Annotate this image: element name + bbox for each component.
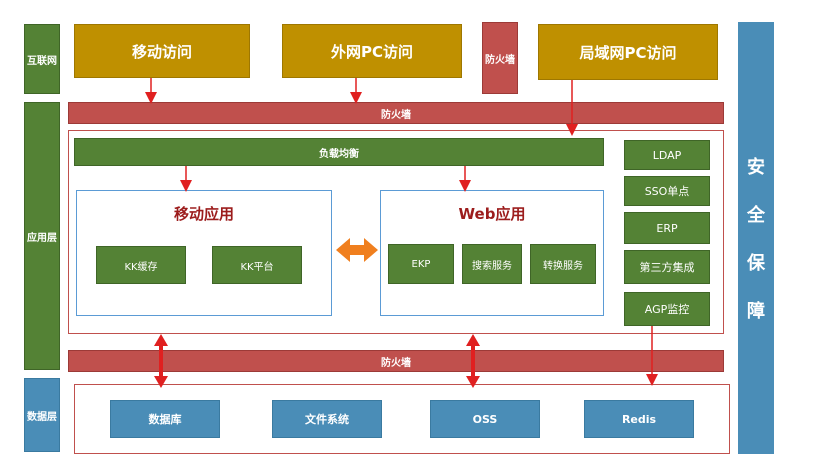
web-app-title: Web应用 xyxy=(458,205,526,223)
firewall-small: 防火墙 xyxy=(482,22,518,94)
store-file-system: 文件系统 xyxy=(272,400,382,438)
load-balancer: 负载均衡 xyxy=(74,138,604,166)
layer-data: 数据层 xyxy=(24,378,60,452)
service-third-party: 第三方集成 xyxy=(624,250,710,284)
security-char-1: 安 xyxy=(747,157,765,178)
external-pc-access: 外网PC访问 xyxy=(282,24,462,78)
security-char-4: 障 xyxy=(747,301,765,322)
service-ldap: LDAP xyxy=(624,140,710,170)
mobile-access: 移动访问 xyxy=(74,24,250,78)
layer-internet: 互联网 xyxy=(24,24,60,94)
mobile-app-title: 移动应用 xyxy=(173,205,234,223)
layer-application: 应用层 xyxy=(24,102,60,370)
ekp: EKP xyxy=(388,244,454,284)
firewall-bottom: 防火墙 xyxy=(68,350,724,372)
conversion-service: 转换服务 xyxy=(530,244,596,284)
lan-pc-access: 局域网PC访问 xyxy=(538,24,718,80)
orange-double-arrow xyxy=(336,238,378,262)
store-database: 数据库 xyxy=(110,400,220,438)
double-arrow-left xyxy=(154,334,168,388)
kk-platform: KK平台 xyxy=(212,246,302,284)
security-column: 安 全 保 障 xyxy=(738,22,774,454)
service-sso: SSO单点 xyxy=(624,176,710,206)
firewall-top: 防火墙 xyxy=(68,102,724,124)
kk-cache: KK缓存 xyxy=(96,246,186,284)
service-erp: ERP xyxy=(624,212,710,244)
store-oss: OSS xyxy=(430,400,540,438)
security-char-3: 保 xyxy=(747,253,765,274)
search-service: 搜索服务 xyxy=(462,244,522,284)
store-redis: Redis xyxy=(584,400,694,438)
double-arrow-right xyxy=(466,334,480,388)
service-agp-monitor: AGP监控 xyxy=(624,292,710,326)
security-char-2: 全 xyxy=(747,205,765,226)
